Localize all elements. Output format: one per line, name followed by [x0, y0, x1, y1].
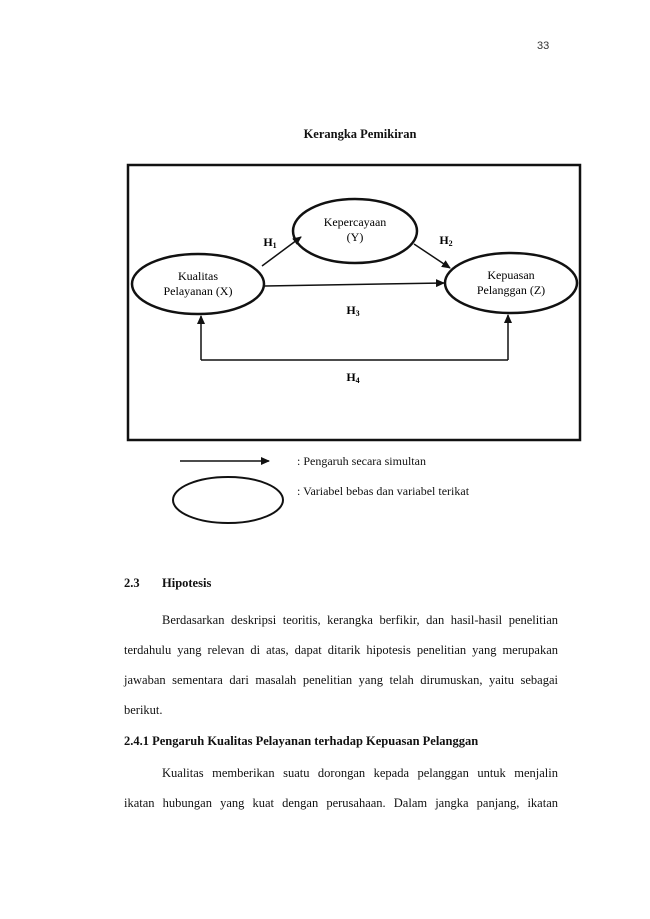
- label-h2: H2: [439, 233, 452, 248]
- paragraph-line: Berdasarkan deskripsi teoritis, kerangka…: [162, 613, 558, 627]
- subsection-paragraph: Kualitas memberikan suatu dorongan kepad…: [124, 758, 558, 818]
- page-number: 33: [537, 40, 550, 52]
- legend-ellipse: [172, 476, 284, 524]
- node-x-label-line1: Kualitas: [178, 269, 218, 283]
- paragraph-line: berikut.: [124, 703, 163, 717]
- hypothesis-paragraph: Berdasarkan deskripsi teoritis, kerangka…: [124, 605, 558, 725]
- node-z-label-line1: Kepuasan: [487, 268, 534, 282]
- node-x-ellipse: [130, 252, 266, 316]
- node-z-label-line2: Pelanggan (Z): [477, 283, 545, 297]
- section-number: 2.3: [124, 576, 140, 590]
- node-y-label-line1: Kepercayaan: [324, 215, 387, 229]
- label-h1: H1: [263, 235, 276, 250]
- arrow-h1: [261, 236, 302, 267]
- legend-ellipse-text: : Variabel bebas dan variabel terikat: [297, 484, 470, 498]
- subsection-title: 2.4.1 Pengaruh Kualitas Pelayanan terhad…: [124, 734, 479, 748]
- arrow-h2: [413, 243, 451, 269]
- label-h3: H3: [346, 303, 359, 318]
- arrow-h3: [264, 279, 445, 288]
- section-title: Hipotesis: [162, 576, 212, 590]
- node-y-ellipse: [291, 197, 419, 265]
- label-h4: H4: [346, 370, 359, 385]
- node-z-ellipse: [443, 251, 579, 315]
- legend-arrow-text: : Pengaruh secara simultan: [297, 454, 426, 468]
- paragraph-line: Kualitas memberikan suatu dorongan kepad…: [162, 766, 558, 780]
- diagram-frame: [126, 163, 582, 442]
- figure-title: Kerangka Pemikiran: [303, 127, 417, 141]
- node-y-label-line2: (Y): [347, 230, 364, 244]
- node-x-label-line2: Pelayanan (X): [164, 284, 233, 298]
- paragraph-line: jawaban sementara dari masalah penelitia…: [124, 673, 558, 687]
- paragraph-line: ikatan hubungan yang kuat dengan perusah…: [124, 796, 558, 810]
- paragraph-line: terdahulu yang relevan di atas, dapat di…: [124, 643, 558, 657]
